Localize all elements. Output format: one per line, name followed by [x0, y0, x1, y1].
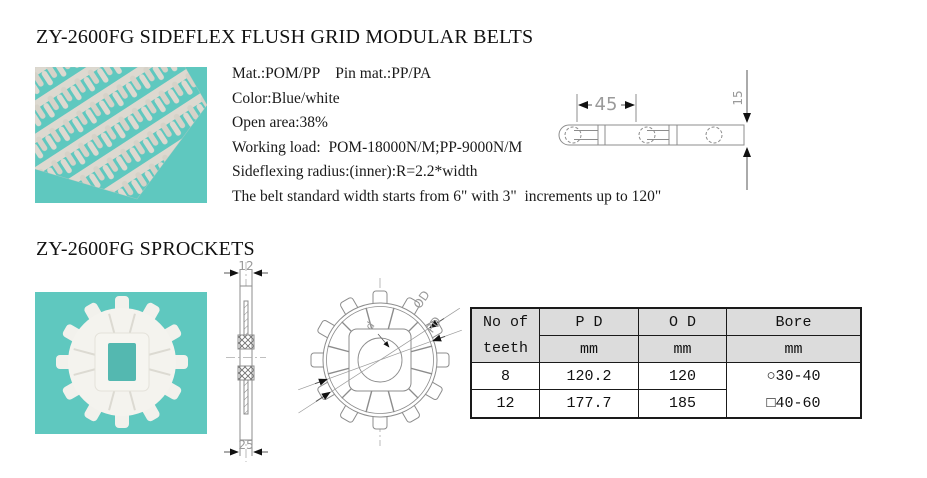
table-header-row: No of teeth P D O D Bore: [470, 307, 862, 363]
cell-pd-8: 120.2: [539, 361, 639, 391]
sprocket-width-dimension: 12: [238, 259, 253, 273]
belt-thickness-dimension: 15: [731, 90, 745, 105]
cell-teeth-8: 8: [470, 361, 540, 391]
sprocket-hub-dimension: 25: [238, 438, 253, 452]
belts-section-title: ZY-2600FG SIDEFLEX FLUSH GRID MODULAR BE…: [36, 26, 534, 48]
sprocket-side-view-drawing: 12 25: [224, 259, 268, 462]
unit-bore: mm: [726, 335, 862, 363]
spec-material: Mat.:POM/PP Pin mat.:PP/PA: [232, 65, 432, 82]
cell-od-8: 120: [638, 361, 727, 391]
table-row: 12 177.7 185: [470, 389, 861, 419]
sprockets-section-title: ZY-2600FG SPROCKETS: [36, 238, 255, 260]
spec-sideflex-radius: Sideflexing radius:(inner):R=2.2*width: [232, 163, 478, 181]
bore-option-square: □40-60: [766, 395, 821, 412]
header-no-of-teeth: No of teeth: [470, 307, 540, 363]
belt-specs: Mat.:POM/PP Pin mat.:PP/PA Color:Blue/wh…: [232, 62, 661, 210]
sprocket-spec-table: No of teeth P D O D Bore mm mm mm 8 120.…: [470, 307, 862, 419]
belt-product-photo: [35, 67, 207, 203]
table-row: 8 120.2 120 ○30-40 □40-60: [470, 361, 862, 419]
sprocket-product-photo: [35, 292, 207, 434]
spec-color: Color:Blue/white: [232, 89, 340, 107]
bore-option-round: ○30-40: [766, 368, 821, 385]
unit-od: mm: [638, 335, 727, 363]
cell-pd-12: 177.7: [539, 389, 639, 419]
belt-pitch-dimension: 45: [595, 94, 618, 115]
header-bore: Bore: [726, 307, 862, 336]
belt-dimension-drawing: 45 15: [558, 70, 751, 190]
cell-teeth-12: 12: [470, 389, 540, 419]
cell-od-12: 185: [638, 389, 727, 419]
header-pd: P D: [539, 307, 639, 336]
header-od: O D: [638, 307, 727, 336]
spec-open-area: Open area:38%: [232, 114, 328, 132]
spec-working-load: Working load: POM-18000N/M;PP-9000N/M: [232, 138, 523, 156]
spec-width-range: The belt standard width starts from 6" w…: [232, 187, 662, 205]
sprocket-front-view-drawing: OD PD d: [298, 278, 462, 446]
cell-bore-options: ○30-40 □40-60: [726, 362, 862, 419]
unit-pd: mm: [539, 335, 639, 363]
